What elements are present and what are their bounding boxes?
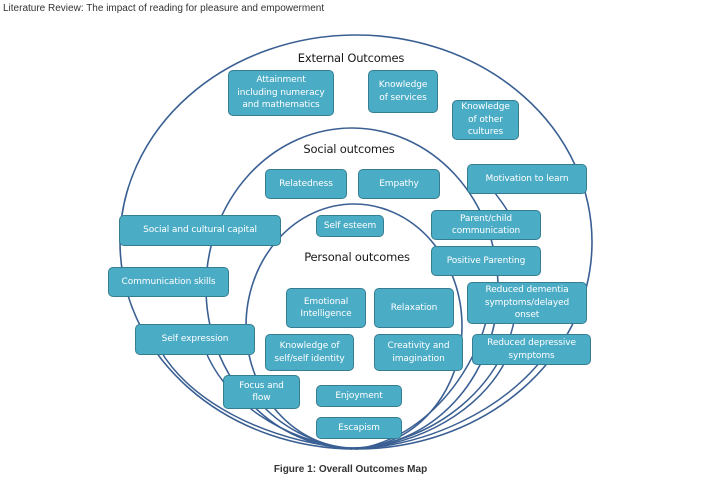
node-self-expression: Self expression (135, 324, 255, 355)
zone-label-social: Social outcomes (303, 142, 395, 156)
node-positive-parenting: Positive Parenting (431, 246, 541, 276)
node-motivation-to-learn: Motivation to learn (467, 164, 587, 194)
node-attainment: Attainment including numeracy and mathem… (228, 70, 334, 116)
connector-self-expression (159, 349, 353, 450)
node-emotional-intelligence: Emotional Intelligence (286, 288, 366, 328)
figure-caption: Figure 1: Overall Outcomes Map (273, 464, 428, 475)
node-knowledge-of-services: Knowledge of services (368, 70, 438, 113)
node-creativity-and-imagination: Creativity and imagination (374, 334, 463, 371)
node-social-and-cultural-capital: Social and cultural capital (119, 215, 281, 246)
document-header-title: Literature Review: The impact of reading… (3, 3, 325, 14)
node-parent-child-communication: Parent/child communication (431, 210, 541, 240)
node-enjoyment: Enjoyment (316, 385, 402, 407)
node-empathy: Empathy (358, 169, 440, 199)
connector-focus-flow (261, 404, 353, 450)
node-communication-skills: Communication skills (108, 267, 229, 297)
zone-label-external: External Outcomes (297, 51, 405, 65)
node-relatedness: Relatedness (265, 169, 347, 199)
node-reduced-dementia: Reduced dementia symptoms/delayed onset (467, 282, 587, 324)
node-self-esteem: Self esteem (316, 215, 384, 237)
node-escapism: Escapism (316, 417, 402, 439)
zone-label-personal: Personal outcomes (304, 250, 410, 264)
node-focus-and-flow: Focus and flow (223, 375, 300, 409)
node-knowledge-of-other-cultures: Knowledge of other cultures (452, 100, 519, 140)
node-reduced-depressive-symptoms: Reduced depressive symptoms (472, 334, 591, 365)
node-knowledge-of-self: Knowledge of self/self identity (265, 334, 354, 371)
node-relaxation: Relaxation (374, 288, 454, 328)
